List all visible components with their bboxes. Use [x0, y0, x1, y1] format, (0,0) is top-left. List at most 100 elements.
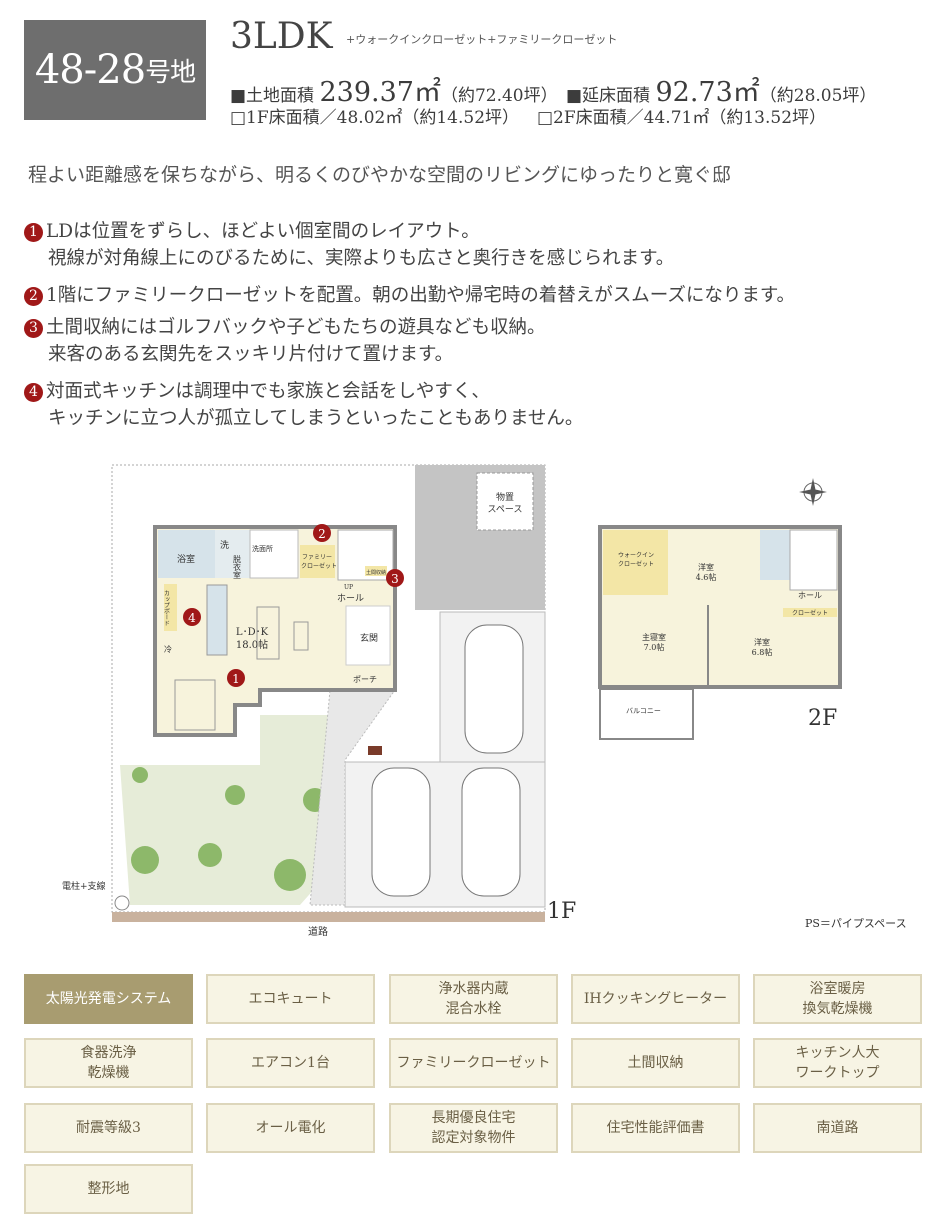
point-text: 視線が対角線上にのびるために、実際よりも広さと奥行きを感じられます。 — [48, 248, 675, 269]
pole-label: 電柱+支線 — [62, 880, 106, 892]
hall-label: ホール — [337, 593, 364, 604]
lavatory-label: 洗面所 — [252, 544, 273, 553]
bath-room — [158, 530, 215, 578]
family-closet-label: ファミリー — [302, 554, 332, 561]
point-text: LDは位置をずらし、ほどよい個室間のレイアウト。 — [46, 221, 480, 242]
point-text: 1階にファミリークローゼットを配置。朝の出勤や帰宅時の着替えがスムーズになります… — [46, 285, 795, 306]
balcony — [599, 688, 694, 740]
wic-label: ウォークイン — [618, 551, 654, 559]
floor-label-1f: 1F — [547, 899, 576, 924]
ldk-size: 18.0帖 — [236, 638, 268, 651]
closet-2f — [783, 608, 837, 617]
storage-label: スペース — [488, 505, 523, 515]
car-icon — [464, 624, 524, 754]
cupboard-label: カップボード — [163, 590, 170, 626]
kitchen-counter — [206, 584, 228, 656]
marker-2: 2 — [24, 287, 43, 306]
car-icon — [371, 767, 431, 897]
marker-1: 1 — [232, 672, 240, 686]
dressing-room — [215, 530, 250, 578]
pole-icon — [114, 895, 130, 911]
master-label: 主寝室 — [642, 632, 666, 642]
feature-badge: 南道路 — [753, 1103, 922, 1153]
room2-label: 洋室 — [754, 637, 770, 647]
feature-badge: 食器洗浄 乾燥機 — [24, 1038, 193, 1088]
tagline: 程よい距離感を保ちながら、明るくのびやかな空間のリビングにゆったりと寛ぐ邸 — [28, 164, 732, 186]
wic-label: クローゼット — [618, 560, 654, 568]
feature-badge: 浴室暖房 換気乾燥機 — [753, 974, 922, 1024]
compass-icon — [799, 478, 827, 506]
point-text: 土間収納にはゴルフバックや子どもたちの遊具なども収納。 — [46, 317, 546, 338]
bath-label: 浴室 — [177, 553, 195, 565]
feature-badge: 浄水器内蔵 混合水栓 — [389, 974, 558, 1024]
floor-plans: 物置 スペース 道路 電柱+支線 浴室 洗 脱衣室 洗面所 ファミリー クローゼ… — [62, 464, 907, 938]
family-closet — [300, 545, 335, 578]
ldk-label: L･D･K — [236, 627, 269, 638]
storage-label: 物置 — [496, 491, 514, 503]
entrance — [345, 605, 391, 666]
feature-badge: エアコン1台 — [206, 1038, 375, 1088]
garden — [120, 715, 340, 905]
feature-badge: 長期優良住宅 認定対象物件 — [389, 1103, 558, 1153]
approach-path — [309, 689, 396, 906]
land-area-label: ■土地面積 — [230, 86, 315, 106]
lot-number: 48-28 — [34, 47, 146, 93]
feature-badge: 整形地 — [24, 1164, 193, 1214]
shoe-storage — [365, 566, 387, 576]
dining-table — [174, 679, 216, 731]
land-area: ■土地面積 239.37㎡（約72.40坪） — [230, 70, 558, 109]
point-text: キッチンに立つ人が孤立してしまうといったこともありません。 — [48, 408, 584, 429]
feature-badge: 耐震等級3 — [24, 1103, 193, 1153]
wash-label: 洗 — [220, 539, 229, 551]
floor-area-value: 92.73㎡ — [655, 77, 760, 108]
feature-badge: キッチン人大 ワークトップ — [753, 1038, 922, 1088]
porch-label: ポーチ — [353, 675, 377, 684]
tree-icons — [131, 767, 327, 891]
shoe-storage-label: 土間収納 — [366, 569, 386, 576]
lot-suffix: 号地 — [145, 57, 196, 88]
family-closet-label: クローゼット — [301, 562, 337, 570]
point-text: 対面式キッチンは調理中でも家族と会話をしやすく、 — [46, 381, 490, 402]
layout-type: 3LDK — [230, 16, 333, 57]
point-text: 来客のある玄関先をスッキリ片付けて置けます。 — [48, 344, 454, 365]
road-label: 道路 — [308, 925, 328, 938]
land-area-tsubo: （約72.40坪） — [440, 86, 558, 106]
car-icon — [461, 767, 521, 897]
floor-label-2f: 2F — [808, 706, 837, 731]
marker-4: 4 — [188, 611, 196, 625]
mailbox — [368, 746, 382, 755]
feature-badge: ファミリークローゼット — [389, 1038, 558, 1088]
lavatory — [249, 529, 299, 579]
f2-area: □2F床面積／44.71㎡（約13.52坪） — [537, 108, 827, 128]
floor-area-tsubo: （約28.05坪） — [759, 86, 877, 106]
marker-4: 4 — [24, 383, 43, 402]
floor-plan-1f: 物置 スペース 道路 電柱+支線 浴室 洗 脱衣室 洗面所 ファミリー クローゼ… — [62, 464, 576, 938]
sofa — [256, 606, 280, 660]
up-label: UP — [344, 584, 353, 591]
storage-space — [476, 472, 534, 531]
floor-area-label: ■延床面積 — [566, 86, 651, 106]
feature-badge: 住宅性能評価書 — [571, 1103, 740, 1153]
floor-plan-2f: ウォークイン クローゼット 洋室 4.6帖 ホール クローゼット 主寝室 7.0… — [598, 525, 842, 740]
layout-extra: +ウォークインクローゼット+ファミリークローゼット — [346, 33, 618, 46]
closet-2f-label: クローゼット — [792, 609, 828, 617]
feature-badge: 太陽光発電システム — [24, 974, 193, 1024]
fridge-label: 冷 — [164, 644, 172, 654]
cupboard — [164, 584, 177, 631]
feature-badge: オール電化 — [206, 1103, 375, 1153]
hall-2f-label: ホール — [798, 591, 822, 600]
walk-in-closet — [603, 530, 668, 595]
f1-area: □1F床面積／48.02㎡（約14.52坪） — [230, 108, 520, 128]
room2-size: 6.8帖 — [752, 647, 773, 657]
room1-label: 洋室 — [698, 562, 714, 572]
feature-badge: エコキュート — [206, 974, 375, 1024]
floor-area: ■延床面積 92.73㎡（約28.05坪） — [566, 70, 876, 109]
marker-2: 2 — [318, 527, 326, 541]
road-strip — [112, 912, 545, 922]
entrance-label: 玄関 — [360, 632, 378, 644]
